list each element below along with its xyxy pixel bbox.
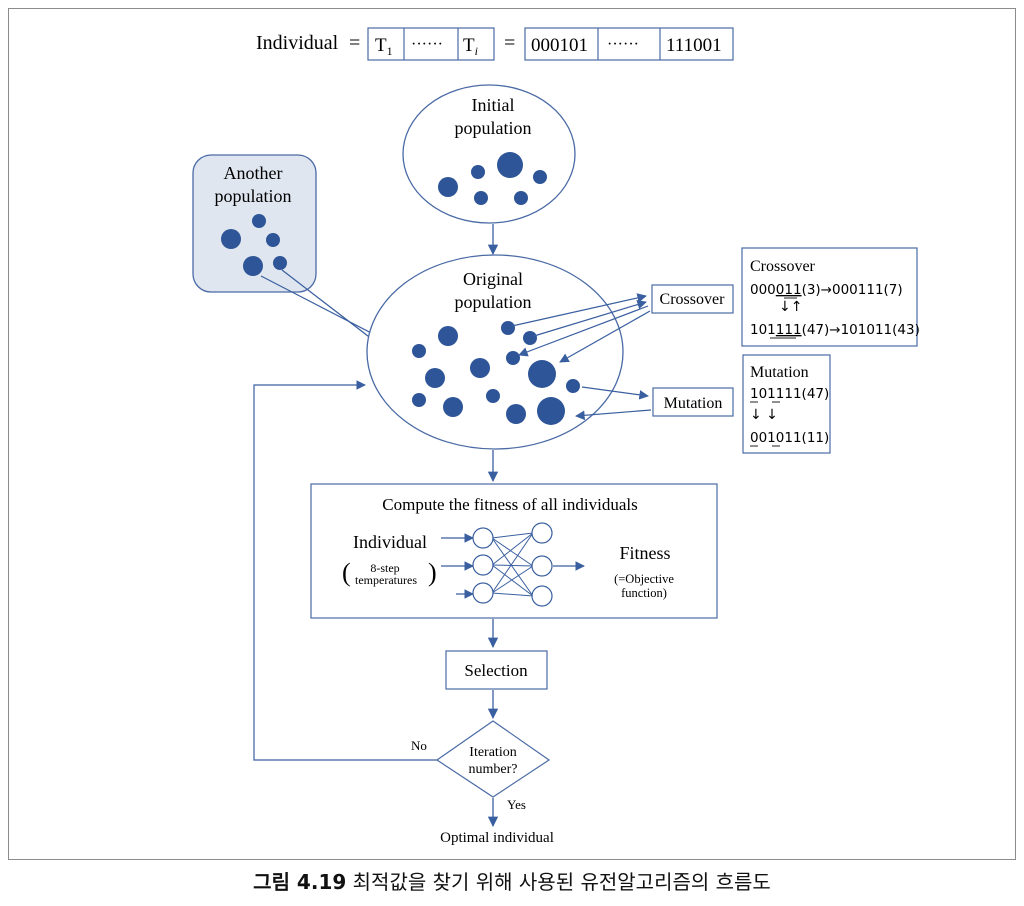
fitness-box [310,483,718,619]
mutation-label-box [652,387,734,417]
network-connections [491,532,534,597]
paren-right: ) [428,558,437,587]
arrow-from-mutation [575,409,652,421]
initial-population-dots [438,152,547,205]
bits-first: 000101 [531,35,588,56]
arrow-from-crossover-1 [518,305,649,357]
original-population-label-2: population [455,292,532,312]
decision-diamond [435,720,551,798]
result-label: Optimal individual [440,830,554,846]
bits-dots: ······ [607,36,639,53]
fitness-box-title: Compute the fitness of all individuals [382,495,637,514]
mutation-label: Mutation [664,395,723,412]
figure-frame [8,8,1016,860]
selection-label: Selection [464,661,528,680]
mutation-row-2: 001011(11) [750,430,829,446]
t-dots: ······ [411,36,443,53]
t-first: T1 [375,35,393,58]
equals-sign-1: = [349,32,360,54]
crossover-detail-box [741,247,918,347]
mutation-detail-title: Mutation [750,364,809,381]
fitness-input-sub-2: temperatures [355,573,417,587]
decision-label-1: Iteration [469,745,516,760]
arrow-from-crossover-2 [559,310,651,363]
fitness-output-label: Fitness [619,543,670,563]
crossover-label: Crossover [660,291,726,308]
another-population-label-2: population [215,186,292,206]
mutation-detail-box [742,354,831,454]
mutation-arrows: ↓ ↓ [750,407,778,423]
network-nodes [472,522,553,607]
figure-caption: 그림 4.19 최적값을 찾기 위해 사용된 유전알고리즘의 흐름도 [0,866,1024,895]
individual-label: Individual [256,32,339,54]
caption-text: 최적값을 찾기 위해 사용된 유전알고리즘의 흐름도 [346,870,771,894]
fitness-output-sub-2: function) [621,586,667,600]
caption-number: 그림 4.19 [253,870,347,894]
original-population-dots [412,321,580,425]
arrow-loop-back [253,380,437,761]
bit-array: 000101 ······ 111001 [524,27,734,61]
t-last: Ti [463,35,478,58]
initial-population-label-1: Initial [472,95,515,115]
paren-left: ( [342,558,351,587]
initial-population-label-2: population [455,118,532,138]
equals-sign-2: = [504,32,515,54]
fitness-input-label: Individual [353,532,427,552]
decision-yes-label: Yes [507,797,526,812]
another-population-label-1: Another [224,163,283,183]
crossover-detail-title: Crossover [750,258,816,275]
crossover-row-1: 000011(3)→000111(7) [750,282,903,298]
another-population-dots [221,214,287,276]
arrow-to-crossover-2 [533,299,647,337]
crossover-label-box [651,284,734,314]
crossover-row-2: 101111(47)→101011(43) [750,322,920,338]
crossover-swap-arrows: ↓↑ [779,299,802,315]
mutation-row-1: 101111(47) [750,386,829,402]
decision-label-2: number? [469,762,518,777]
decision-no-label: No [411,738,427,753]
arrow-to-mutation [581,386,649,400]
original-population-label-1: Original [463,269,523,289]
arrow-to-crossover-1 [511,293,647,327]
fitness-output-sub-1: (=Objective [614,572,674,586]
t-array: T1 ······ Ti [367,27,495,61]
selection-box [445,650,548,690]
fitness-input-sub-1: 8-step [370,561,399,575]
bits-last: 111001 [666,35,722,56]
